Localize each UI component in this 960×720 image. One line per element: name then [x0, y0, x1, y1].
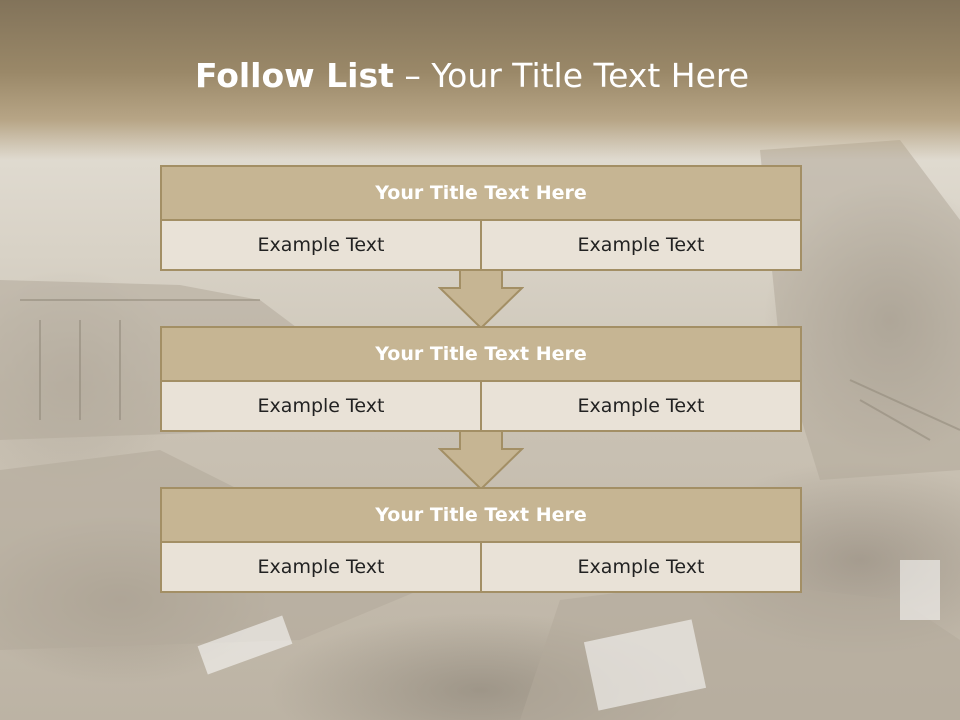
- down-arrow-icon: [438, 431, 524, 491]
- list-block-left-cell[interactable]: Example Text: [160, 543, 482, 593]
- list-block-left-cell[interactable]: Example Text: [160, 221, 482, 271]
- list-block-title[interactable]: Your Title Text Here: [160, 326, 802, 382]
- slide-title: Follow List – Your Title Text Here: [0, 54, 944, 98]
- list-block-row: Example Text Example Text: [160, 543, 802, 593]
- list-block-row: Example Text Example Text: [160, 221, 802, 271]
- list-block-right-cell[interactable]: Example Text: [482, 543, 802, 593]
- list-block-left-cell[interactable]: Example Text: [160, 382, 482, 432]
- title-bar: Follow List – Your Title Text Here: [0, 0, 960, 160]
- list-block-2: Your Title Text Here Example Text Exampl…: [160, 326, 802, 432]
- list-block-title[interactable]: Your Title Text Here: [160, 487, 802, 543]
- list-block-row: Example Text Example Text: [160, 382, 802, 432]
- slide-title-rest: – Your Title Text Here: [393, 56, 750, 95]
- slide-title-bold: Follow List: [194, 56, 394, 95]
- list-block-title[interactable]: Your Title Text Here: [160, 165, 802, 221]
- down-arrow-icon: [438, 270, 524, 330]
- list-block-right-cell[interactable]: Example Text: [482, 221, 802, 271]
- list-block-3: Your Title Text Here Example Text Exampl…: [160, 487, 802, 593]
- list-block-right-cell[interactable]: Example Text: [482, 382, 802, 432]
- list-block-1: Your Title Text Here Example Text Exampl…: [160, 165, 802, 271]
